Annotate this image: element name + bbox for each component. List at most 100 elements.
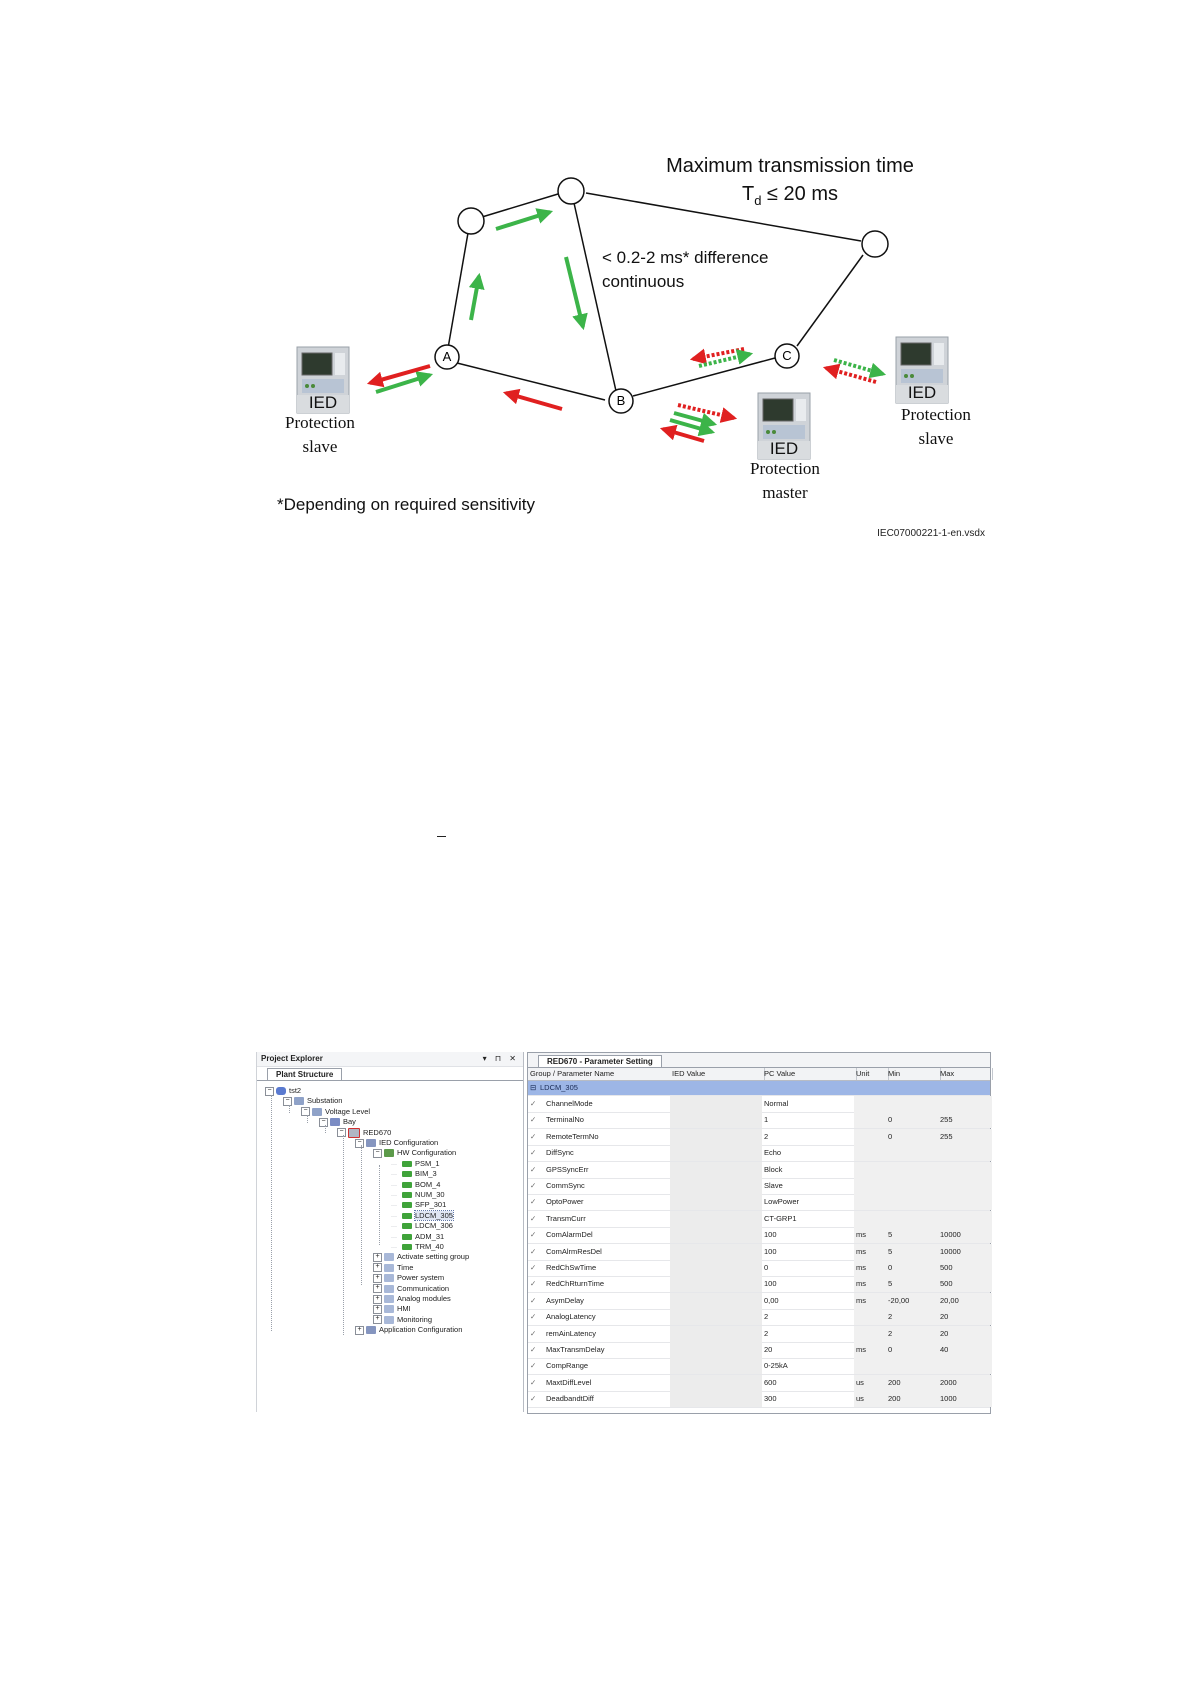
pc-cell[interactable]: 2 xyxy=(764,1312,769,1322)
col-header-name[interactable]: Group / Parameter Name xyxy=(530,1068,671,1080)
tree-item[interactable]: +Activate setting group xyxy=(373,1251,469,1262)
tree-item[interactable]: ···BIM_3 xyxy=(391,1168,437,1179)
expand-icon[interactable]: + xyxy=(373,1273,382,1283)
pc-cell[interactable]: 0-25kA xyxy=(764,1361,788,1371)
unit-cell xyxy=(854,1358,888,1375)
tree-item[interactable]: +Application Configuration xyxy=(355,1324,462,1335)
pc-cell[interactable]: 0 xyxy=(764,1263,769,1272)
tree-item[interactable]: +Analog modules xyxy=(373,1293,451,1304)
tree-item[interactable]: ···LDCM_306 xyxy=(391,1220,453,1231)
tree-item[interactable]: ···ADM_31 xyxy=(391,1231,444,1242)
expand-icon[interactable]: + xyxy=(373,1284,382,1294)
pc-cell[interactable]: Normal xyxy=(764,1099,789,1108)
project-explorer-tabs: Plant Structure xyxy=(257,1067,523,1081)
group-row[interactable]: ⊟ LDCM_305 xyxy=(528,1081,990,1096)
tree-item[interactable]: −Substation xyxy=(283,1095,342,1106)
pc-cell[interactable]: LowPower xyxy=(764,1197,800,1207)
tree-item[interactable]: +Power system xyxy=(373,1272,444,1283)
tree-item[interactable]: +Communication xyxy=(373,1283,449,1294)
tree-guide-line xyxy=(361,1145,362,1285)
expand-icon[interactable]: + xyxy=(373,1294,382,1304)
tree-item[interactable]: +HMI xyxy=(373,1303,411,1314)
pc-cell[interactable]: Slave xyxy=(764,1181,783,1190)
pc-cell[interactable]: Echo xyxy=(764,1148,782,1158)
pc-cell[interactable]: 1 xyxy=(764,1115,769,1125)
collapse-icon[interactable]: − xyxy=(373,1148,382,1158)
min-cell: 0 xyxy=(886,1112,940,1129)
collapse-icon[interactable]: − xyxy=(283,1096,292,1106)
slave-left-line1: Protection xyxy=(285,413,355,432)
tab-parameter-setting[interactable]: RED670 - Parameter Setting xyxy=(538,1055,662,1067)
collapse-icon[interactable]: − xyxy=(355,1138,364,1148)
collapse-icon[interactable]: − xyxy=(265,1086,274,1096)
tree-item[interactable]: −IED Configuration xyxy=(355,1137,438,1148)
expand-icon[interactable]: + xyxy=(355,1325,364,1335)
tree-item[interactable]: +Time xyxy=(373,1262,413,1273)
tree-item[interactable]: ···PSM_1 xyxy=(391,1158,440,1169)
tree-item[interactable]: −Bay xyxy=(319,1116,356,1127)
tab-plant-structure[interactable]: Plant Structure xyxy=(267,1068,343,1080)
panel-controls[interactable]: ▾ ⊓ ✕ xyxy=(482,1054,519,1063)
fn-icon xyxy=(402,1223,412,1230)
tree-item[interactable]: +Monitoring xyxy=(373,1314,432,1325)
col-header-max[interactable]: Max xyxy=(938,1068,993,1080)
pc-cell[interactable]: 20 xyxy=(764,1345,773,1354)
expand-icon[interactable]: + xyxy=(373,1263,382,1273)
unit-cell xyxy=(854,1112,888,1129)
pc-cell[interactable]: 2 xyxy=(764,1131,769,1141)
tree-connector: ··· xyxy=(391,1161,397,1168)
tree-item[interactable]: −Voltage Level xyxy=(301,1106,370,1117)
fn-icon xyxy=(402,1192,412,1199)
tree-item-label: RED670 xyxy=(363,1127,392,1137)
col-header-unit[interactable]: Unit xyxy=(854,1068,889,1080)
tree-item[interactable]: ···NUM_30 xyxy=(391,1189,445,1200)
col-header-pc[interactable]: PC Value xyxy=(762,1068,857,1080)
pc-cell[interactable]: 0,00 xyxy=(764,1295,779,1305)
pc-cell[interactable]: 600 xyxy=(764,1377,777,1387)
col-header-min[interactable]: Min xyxy=(886,1068,941,1080)
pc-cell[interactable]: 100 xyxy=(764,1279,777,1289)
tree-item[interactable]: ···TRM_40 xyxy=(391,1241,444,1252)
tree-item[interactable]: −tst2 xyxy=(265,1085,301,1096)
group-expander-icon[interactable]: ⊟ xyxy=(530,1083,537,1092)
collapse-icon[interactable]: − xyxy=(319,1117,328,1127)
pc-cell[interactable]: 2 xyxy=(764,1328,769,1338)
pc-cell[interactable]: 100 xyxy=(764,1246,777,1256)
collapse-icon[interactable]: − xyxy=(301,1107,310,1117)
expand-icon[interactable]: + xyxy=(373,1252,382,1262)
tree-item[interactable]: − RED670 xyxy=(337,1127,391,1138)
pc-cell[interactable]: 100 xyxy=(764,1230,777,1240)
unit-cell xyxy=(854,1325,888,1342)
tree-connector: ··· xyxy=(391,1193,397,1199)
tree-item[interactable]: ···BOM_4 xyxy=(391,1179,440,1190)
pc-cell[interactable]: Block xyxy=(764,1164,783,1174)
collapse-icon[interactable]: − xyxy=(337,1128,346,1138)
expand-icon[interactable]: + xyxy=(373,1315,382,1325)
expand-icon[interactable]: + xyxy=(373,1304,382,1314)
pc-cell[interactable]: 300 xyxy=(764,1394,777,1404)
col-header-ied[interactable]: IED Value xyxy=(670,1068,765,1080)
tree-item[interactable]: ···SFP_301 xyxy=(391,1199,446,1210)
tree-item[interactable]: −HW Configuration xyxy=(373,1147,456,1158)
tree-item[interactable]: ···LDCM_305 xyxy=(391,1209,454,1221)
pc-cell[interactable]: CT-GRP1 xyxy=(764,1213,797,1223)
